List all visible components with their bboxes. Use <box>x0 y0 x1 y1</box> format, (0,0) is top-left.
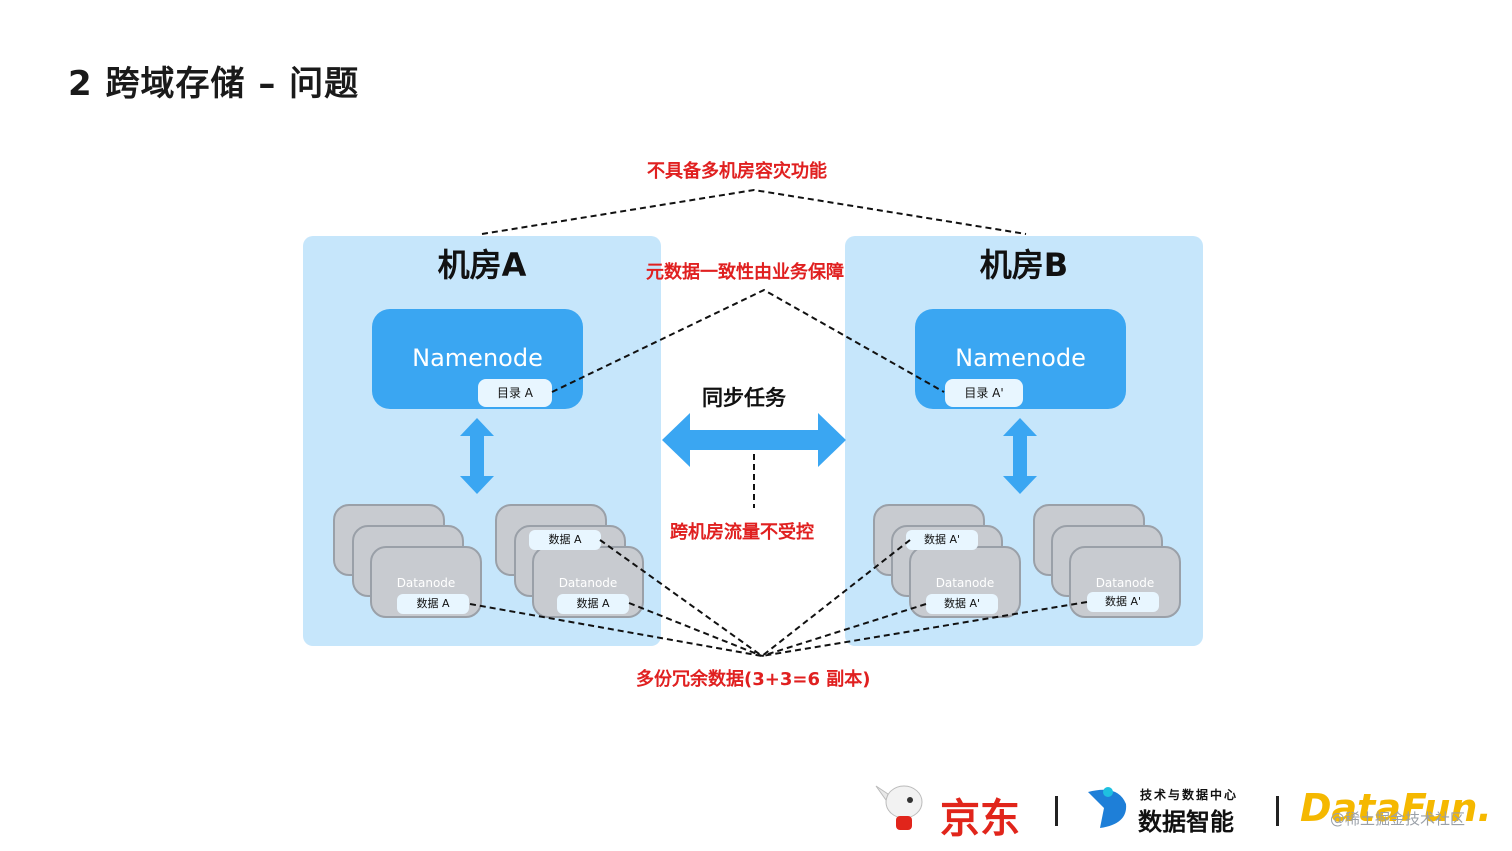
annotation-redundant-copies: 多份冗余数据(3+3=6 副本) <box>636 669 871 690</box>
center-big-text: 数据智能 <box>1138 808 1234 836</box>
data-tag-b1-top: 数据 A' <box>906 530 978 550</box>
sync-arrow <box>662 413 846 467</box>
namenode-a-label: Namenode <box>412 344 543 372</box>
jd-logo-text: 京东 <box>940 796 1020 842</box>
page-title: 2 跨域存储 – 问题 <box>68 64 360 104</box>
vertical-arrow-a <box>460 418 494 494</box>
jd-mascot-icon <box>868 780 934 834</box>
center-small-text: 技术与数据中心 <box>1140 788 1239 802</box>
divider-2 <box>1276 796 1279 826</box>
data-tag-a2: 数据 A <box>557 594 629 614</box>
datanode-b1-label: Datanode <box>935 576 995 590</box>
room-b-title: 机房B <box>979 246 1069 284</box>
room-a-title: 机房A <box>437 246 527 284</box>
dir-tag-a: 目录 A <box>478 379 552 407</box>
divider-1 <box>1055 796 1058 826</box>
datanode-a1-label: Datanode <box>396 576 456 590</box>
annotation-traffic-uncontrolled: 跨机房流量不受控 <box>670 522 814 543</box>
data-tag-b1: 数据 A' <box>926 594 998 614</box>
data-tag-a2-top: 数据 A <box>529 530 601 550</box>
data-tag-b2: 数据 A' <box>1087 592 1159 612</box>
sync-task-label: 同步任务 <box>702 386 786 410</box>
datafun-logo: DataFun. <box>1300 786 1492 830</box>
annotation-no-disaster-recovery: 不具备多机房容灾功能 <box>647 161 827 182</box>
vertical-arrow-b <box>1003 418 1037 494</box>
annotation-metadata-consistency: 元数据一致性由业务保障 <box>646 262 844 283</box>
data-intelligence-logo-icon <box>1078 784 1134 832</box>
namenode-b-label: Namenode <box>955 344 1086 372</box>
dir-tag-b: 目录 A' <box>945 379 1023 407</box>
datanode-a2-label: Datanode <box>558 576 618 590</box>
datanode-b2-label: Datanode <box>1095 576 1155 590</box>
data-tag-a1: 数据 A <box>397 594 469 614</box>
watermark-text: @稀土掘金技术社区 <box>1330 810 1466 828</box>
